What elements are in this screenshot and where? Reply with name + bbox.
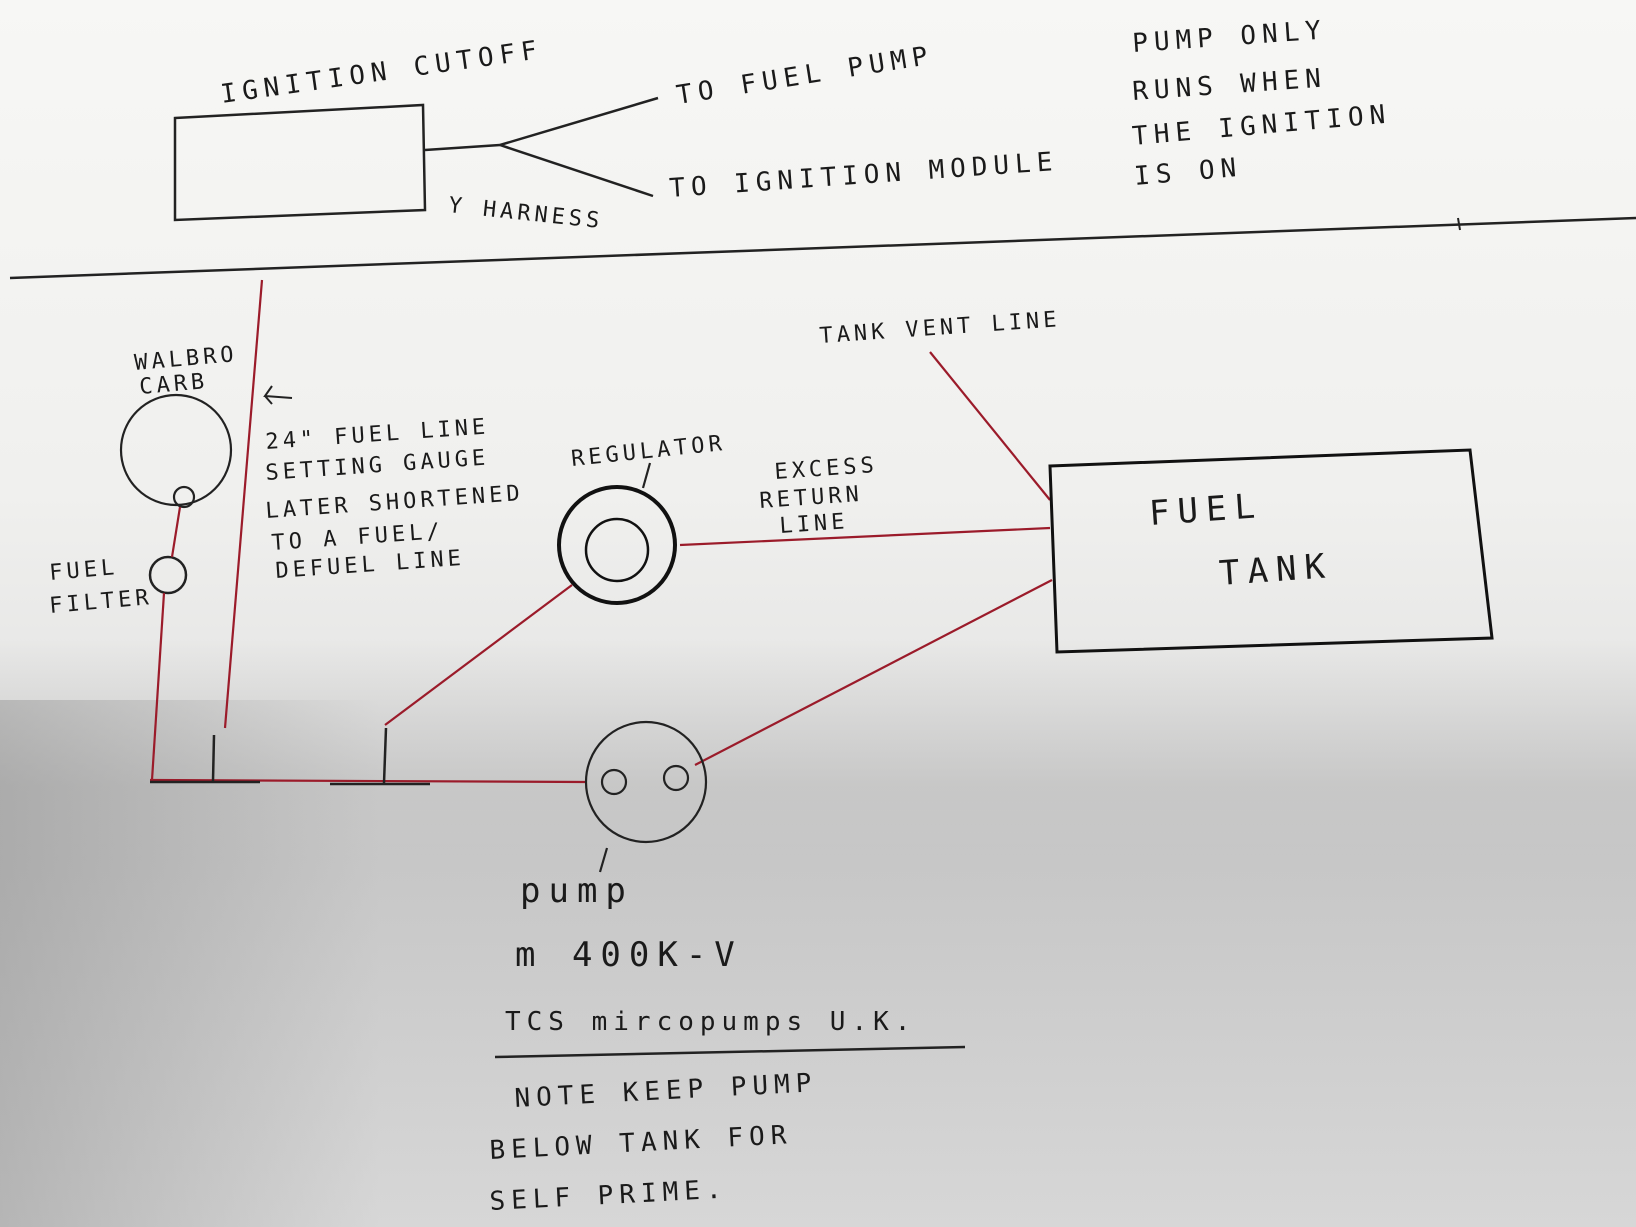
line-fittings bbox=[150, 727, 430, 786]
ignition-cutoff-label: IGNITION CUTOFF bbox=[219, 35, 545, 110]
note-underline bbox=[494, 1045, 966, 1059]
pump-leader bbox=[598, 847, 609, 873]
section-divider bbox=[9, 216, 1636, 280]
fitting-2 bbox=[382, 727, 388, 784]
note-line-2: BELOW TANK FOR bbox=[489, 1120, 793, 1166]
regulator-feed-line bbox=[384, 584, 573, 726]
fuel-lines bbox=[149, 279, 1053, 784]
fuel-filter-label-1: FUEL bbox=[48, 555, 119, 586]
excess-label-1: EXCESS bbox=[774, 453, 879, 485]
to-fuel-pump-label: TO FUEL PUMP bbox=[674, 41, 935, 111]
excess-label-2: RETURN bbox=[759, 482, 864, 514]
fuel-tank-box bbox=[1048, 448, 1494, 654]
excess-label-3: LINE bbox=[779, 509, 850, 539]
pump-label: pump bbox=[520, 871, 634, 911]
pump-outlet-port bbox=[662, 764, 690, 792]
pump-note-line-2: RUNS WHEN bbox=[1131, 63, 1328, 107]
divider-tick bbox=[1457, 217, 1461, 231]
excess-return-line bbox=[679, 526, 1051, 547]
fuel-line-note-3: LATER SHORTENED bbox=[265, 481, 525, 524]
harness-branch-module bbox=[499, 143, 654, 198]
tank-vent-line bbox=[929, 351, 1051, 501]
fitting-1 bbox=[211, 734, 216, 782]
pump-note-line-3: THE IGNITION bbox=[1131, 99, 1392, 152]
fuel-filter-circle bbox=[148, 555, 188, 595]
pump-inlet-port bbox=[600, 768, 628, 796]
pump-maker-label: TCS mircopumps U.K. bbox=[505, 1007, 916, 1037]
setting-gauge-line bbox=[223, 279, 264, 729]
regulator-inner bbox=[584, 517, 650, 583]
regulator-outer bbox=[557, 485, 677, 605]
to-ignition-module-label: TO IGNITION MODULE bbox=[668, 147, 1059, 204]
harness-stem bbox=[424, 143, 501, 152]
fuel-tank-label-1: FUEL bbox=[1148, 486, 1264, 534]
fuel-filter-label-2: FILTER bbox=[48, 585, 153, 619]
carb-circle bbox=[119, 393, 233, 507]
harness-branch-pump bbox=[499, 96, 659, 147]
pump-note-line-4: IS ON bbox=[1133, 153, 1243, 192]
note-line-3: SELF PRIME. bbox=[489, 1175, 728, 1217]
photo-shadow bbox=[0, 640, 1636, 1227]
ignition-cutoff-box bbox=[173, 103, 427, 222]
pump-circle bbox=[584, 720, 708, 844]
pump-model-label: m 400K-V bbox=[515, 935, 743, 975]
y-harness-label: Y HARNESS bbox=[447, 193, 604, 234]
photo-shadow-left bbox=[0, 700, 380, 1227]
arrow-icon bbox=[263, 385, 293, 405]
pump-inlet-line bbox=[149, 778, 586, 784]
carb-to-filter-line bbox=[170, 506, 182, 558]
tank-vent-label: TANK VENT LINE bbox=[819, 307, 1062, 349]
note-line-1: NOTE KEEP PUMP bbox=[514, 1068, 818, 1114]
fuel-tank-label-2: TANK bbox=[1218, 546, 1334, 594]
pump-note-line-1: PUMP ONLY bbox=[1131, 15, 1328, 59]
filter-down-line bbox=[150, 592, 166, 781]
regulator-leader bbox=[641, 462, 652, 489]
pump-to-tank-line bbox=[694, 579, 1053, 766]
carb-inlet bbox=[172, 485, 196, 509]
